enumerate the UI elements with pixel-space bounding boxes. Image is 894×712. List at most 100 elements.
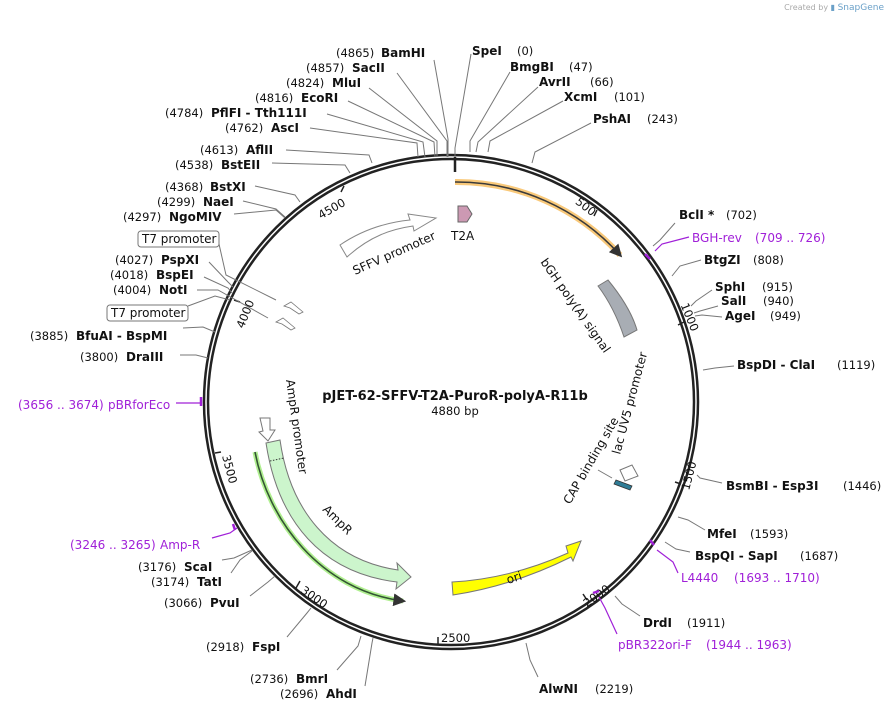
t7-promoter-label-top[interactable]: T7 promoter [137,230,220,248]
tick-label-4000: 4000 [233,298,257,330]
enzyme-label[interactable]: PshAI [593,112,631,126]
credit-brand: SnapGene [837,3,884,13]
enzyme-position: (4784) [165,106,203,120]
enzyme-label[interactable]: AvrII [539,75,571,89]
enzyme-position: (1593) [750,527,788,541]
plasmid-name: pJET-62-SFFV-T2A-PuroR-polyA-R11b [322,389,588,404]
enzyme-label[interactable]: TatI [197,575,222,589]
feature-bgh-polya[interactable]: bGH poly(A) signal [538,256,638,356]
feature-ori[interactable]: ori [451,540,582,596]
enzyme-position: (2736) [250,672,288,686]
enzyme-position: (47) [569,60,593,74]
primer-range: (709 .. 726) [755,231,825,245]
feature-label-ori: ori [505,569,524,587]
primer-range: (1944 .. 1963) [706,638,792,652]
plasmid-length: 4880 bp [431,404,479,418]
enzyme-label[interactable]: SpeI [472,44,502,58]
enzyme-position: (949) [770,309,801,323]
enzyme-position: (3885) [30,329,68,343]
feature-label-ampr-promoter: AmpR promoter [283,378,310,474]
enzyme-position: (4816) [255,91,293,105]
enzyme-position: (4762) [225,121,263,135]
tick-label-2500: 2500 [441,631,470,645]
enzyme-label[interactable]: BmrI [296,672,328,686]
feature-label-cap-binding-site: CAP binding site [560,415,621,507]
feature-ampr[interactable]: AmpR [265,439,412,591]
enzyme-label[interactable]: BfuAI - BspMI [76,329,167,343]
enzyme-label[interactable]: MluI [332,76,361,90]
primer-label[interactable]: pBR322ori-F [618,638,692,652]
enzyme-position: (0) [517,44,533,58]
enzyme-label[interactable]: BstEII [221,158,260,172]
enzyme-position: (3066) [164,596,202,610]
enzyme-label[interactable]: FspI [252,640,280,654]
primer-label[interactable]: BGH-rev [692,231,742,245]
feature-t2a[interactable]: T2A [450,205,475,243]
enzyme-position: (4613) [200,143,238,157]
enzyme-label[interactable]: SacII [352,61,385,75]
enzyme-label[interactable]: NotI [159,283,188,297]
t7-promoter-label-bottom[interactable]: T7 promoter [106,304,189,322]
enzyme-position: (4299) [157,195,195,209]
enzyme-label[interactable]: SalI [721,294,746,308]
enzyme-label[interactable]: NgoMIV [169,210,222,224]
enzyme-label[interactable]: MfeI [707,527,737,541]
enzyme-position: (2918) [206,640,244,654]
enzyme-label[interactable]: NaeI [203,195,234,209]
primers: BGH-rev (709 .. 726) L4440 (1693 .. 1710… [18,231,825,652]
snapgene-credit: Created by ▮ SnapGene [784,3,884,13]
enzyme-label[interactable]: EcoRI [301,91,338,105]
enzyme-label[interactable]: XcmI [564,90,597,104]
enzyme-position: (702) [726,208,757,222]
enzyme-label[interactable]: BsmBI - Esp3I [726,479,818,493]
primer-range: (1693 .. 1710) [734,571,820,585]
enzyme-position: (4004) [113,283,151,297]
enzyme-position: (1687) [800,549,838,563]
feature-ampr-orf[interactable] [252,451,407,607]
enzyme-label[interactable]: BspQI - SapI [695,549,778,563]
primer-range: (3656 .. 3674) [18,398,104,412]
enzyme-label[interactable]: DraIII [126,350,163,364]
enzyme-position: (243) [647,112,678,126]
enzyme-label[interactable]: AgeI [725,309,755,323]
enzyme-label[interactable]: AlwNI [539,682,578,696]
enzyme-position: (1911) [687,616,725,630]
enzyme-label[interactable]: SphI [715,280,745,294]
primer-label[interactable]: L4440 [681,571,718,585]
enzyme-position: (940) [763,294,794,308]
enzyme-label[interactable]: ScaI [184,560,212,574]
enzyme-label[interactable]: DrdI [643,616,672,630]
enzyme-label[interactable]: BmgBI [510,60,554,74]
enzyme-label[interactable]: AscI [271,121,299,135]
enzyme-position: (4857) [306,61,344,75]
enzyme-label[interactable]: PflFI - Tth111I [211,106,307,120]
feature-puror[interactable] [454,178,623,258]
enzyme-position: (101) [614,90,645,104]
enzyme-label[interactable]: BclI * [679,208,715,222]
enzyme-label[interactable]: BstXI [210,180,246,194]
plasmid-backbone [202,153,700,651]
enzyme-label[interactable]: BspEI [156,268,194,282]
enzyme-label[interactable]: BspDI - ClaI [737,358,815,372]
enzyme-label[interactable]: AhdI [326,687,357,701]
enzyme-position: (2219) [595,682,633,696]
enzyme-label[interactable]: BtgZI [704,253,741,267]
enzyme-position: (3176) [138,560,176,574]
feature-label-t2a: T2A [450,229,475,243]
enzyme-label[interactable]: AflII [246,143,273,157]
enzyme-position: (3800) [80,350,118,364]
primer-label[interactable]: pBRforEco [108,398,170,412]
primer-label[interactable]: Amp-R [160,538,200,552]
feature-label-bgh-polya: bGH poly(A) signal [538,256,614,356]
enzyme-position: (4538) [175,158,213,172]
tick-label-4500: 4500 [316,195,348,222]
enzyme-label[interactable]: BamHI [381,46,425,60]
enzyme-label[interactable]: PvuI [210,596,240,610]
feature-sffv-promoter[interactable]: SFFV promoter [339,213,438,278]
feature-ampr-promoter[interactable]: AmpR promoter [258,378,310,475]
enzyme-position: (4368) [165,180,203,194]
feature-label-lac-uv5-promoter: lac UV5 promoter [609,350,650,455]
feature-lac-uv5-promoter[interactable]: lac UV5 promoter [609,350,650,482]
enzyme-label[interactable]: PspXI [161,253,199,267]
feature-t7-promoter-arrows[interactable] [275,301,304,331]
